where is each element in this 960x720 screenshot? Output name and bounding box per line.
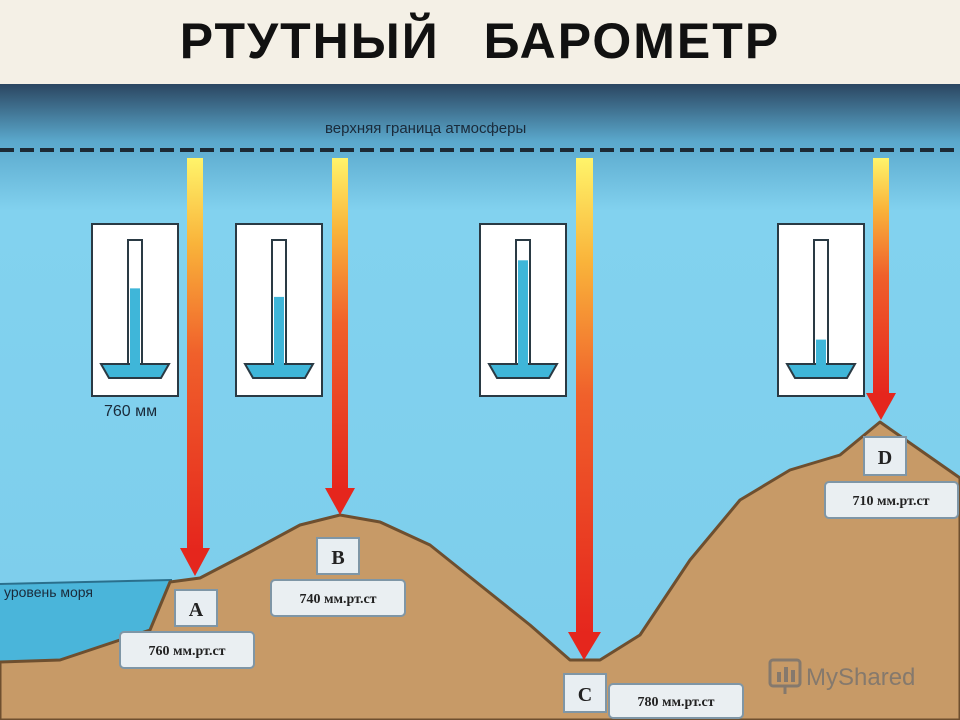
mercury-column-c (518, 260, 528, 364)
arrow-a (180, 158, 210, 576)
point-c-pressure: 780 мм.рт.ст (637, 695, 714, 710)
mercury-dish-a (99, 363, 171, 379)
point-d-letter: D (878, 447, 892, 469)
watermark-text: MyShared (806, 664, 915, 691)
tube-reading-label: 760 мм (104, 403, 157, 420)
barometer-card-b (235, 223, 323, 397)
watermark: MyShared (768, 658, 915, 694)
upper-boundary-label: верхняя граница атмосферы (325, 120, 526, 137)
mercury-column-b (274, 296, 284, 364)
mercury-column-d (816, 339, 826, 364)
page-title: РТУТНЫЙ БАРОМЕТР (179, 13, 781, 69)
point-a: A 760 мм.рт.ст (119, 589, 255, 669)
barometer-tube-c (487, 239, 559, 379)
point-b-pressure: 740 мм.рт.ст (299, 592, 376, 607)
barometer-tube-a (99, 239, 171, 379)
barometer-card-d (777, 223, 865, 397)
presentation-icon (768, 658, 802, 694)
point-b: B 740 мм.рт.ст (270, 537, 406, 617)
sea (0, 580, 170, 662)
mercury-dish-c (487, 363, 559, 379)
barometer-card-c (479, 223, 567, 397)
point-b-letter: B (331, 547, 344, 569)
point-c-letter: C (578, 684, 592, 706)
sea-level-label: уровень моря (4, 584, 93, 600)
point-d-pressure: 710 мм.рт.ст (852, 494, 929, 509)
mercury-dish-d (785, 363, 857, 379)
barometer-tube-b (243, 239, 315, 379)
mercury-column-a (130, 288, 140, 364)
point-c: C 780 мм.рт.ст (563, 673, 744, 719)
arrow-c (568, 158, 601, 660)
arrow-d (866, 158, 896, 420)
point-a-letter: A (189, 599, 204, 621)
sea-level-line (0, 579, 173, 585)
arrow-b (325, 158, 355, 515)
mercury-dish-b (243, 363, 315, 379)
barometer-card-a (91, 223, 179, 397)
point-a-pressure: 760 мм.рт.ст (148, 644, 225, 659)
barometer-tube-d (785, 239, 857, 379)
point-d: D 710 мм.рт.ст (824, 436, 959, 519)
